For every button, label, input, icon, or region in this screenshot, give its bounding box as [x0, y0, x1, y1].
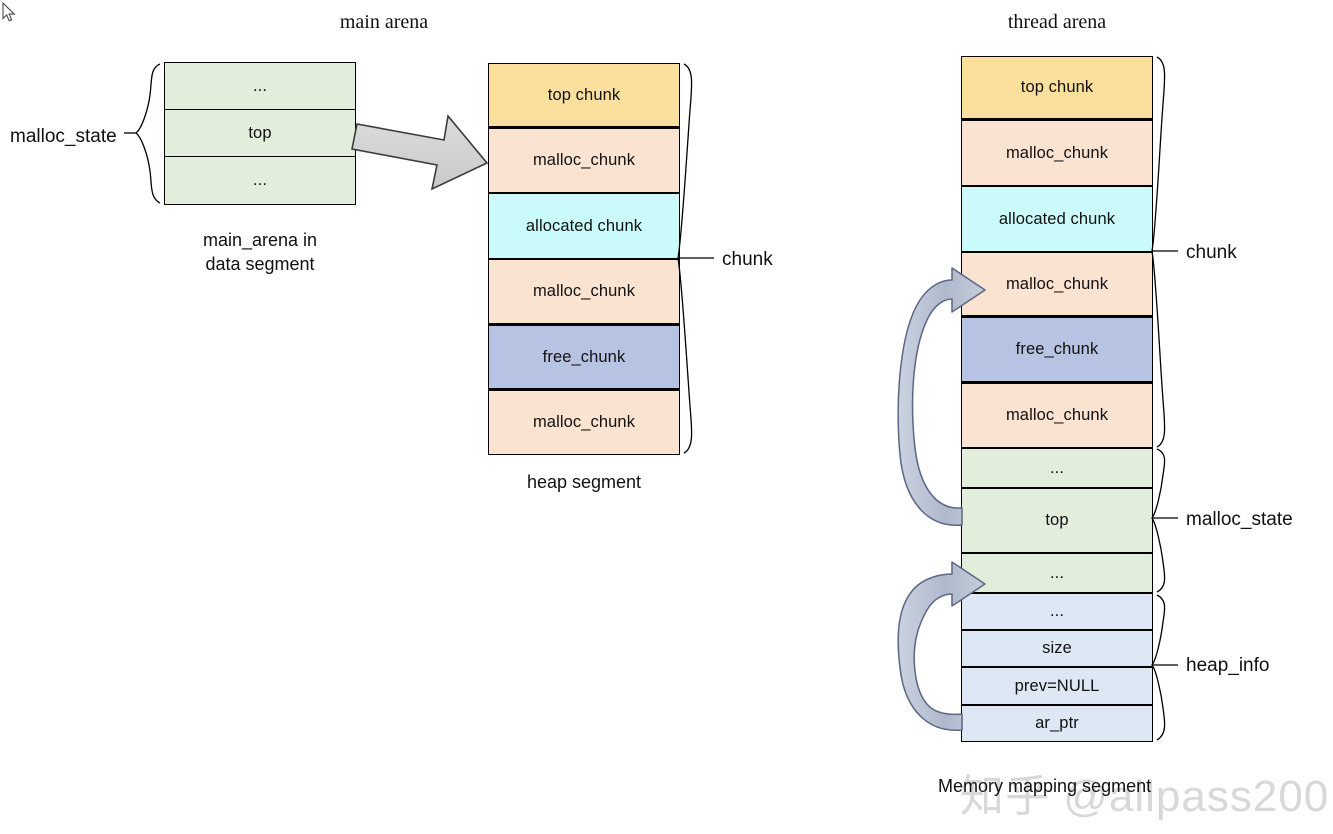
bracket-malloc-state-thread [1151, 448, 1178, 593]
thread-arena-row-2: allocated chunk [961, 186, 1153, 252]
thread-arena-row-label: ... [1049, 602, 1065, 621]
thread-arena-row-label: ... [1049, 458, 1065, 477]
thread-arena-row-label: size [1042, 639, 1072, 658]
thread-arena-row-label: ... [1049, 563, 1065, 582]
bracket-heap-info-thread [1151, 594, 1178, 741]
thread-arena-row-label: free_chunk [1015, 340, 1099, 359]
thread-arena-row-11: prev=NULL [961, 667, 1153, 705]
thread-arena-bracket-label-malloc-state: malloc_state [1186, 509, 1293, 530]
heap-segment-caption: heap segment [526, 472, 642, 492]
heap-segment-row-3: malloc_chunk [488, 259, 680, 325]
main-arena-row-label: top [248, 123, 272, 142]
thread-arena-bracket-label-chunk: chunk [1186, 242, 1237, 263]
heap-segment-row-label: malloc_chunk [532, 282, 636, 301]
thread-arena-row-label: top [1045, 511, 1069, 530]
heap-segment-row-label: allocated chunk [525, 216, 643, 235]
heap-segment-row-label: malloc_chunk [532, 151, 636, 170]
thread-arena-bracket-label-heap-info: heap_info [1186, 655, 1270, 676]
thread-arena-row-4: free_chunk [961, 317, 1153, 383]
thread-arena-row-7: top [961, 488, 1153, 553]
thread-arena-row-label: top chunk [1020, 78, 1094, 97]
thread-arena-row-0: top chunk [961, 56, 1153, 120]
heap-segment-row-label: top chunk [547, 85, 621, 104]
heap-segment-row-label: free_chunk [542, 347, 626, 366]
thread-arena-row-label: prev=NULL [1014, 676, 1100, 695]
main-arena-row-2: ... [164, 156, 356, 205]
thread-arena-row-10: size [961, 630, 1153, 667]
heap-segment-row-5: malloc_chunk [488, 390, 680, 455]
thread-arena-title: thread arena [1007, 11, 1107, 33]
arrow-main-arena-to-heap [351, 114, 489, 191]
thread-arena-row-8: ... [961, 553, 1153, 593]
thread-arena-row-6: ... [961, 448, 1153, 488]
thread-arena-row-12: ar_ptr [961, 705, 1153, 742]
heap-segment-row-1: malloc_chunk [488, 128, 680, 193]
thread-arena-row-label: malloc_chunk [1005, 143, 1109, 162]
thread-arena-caption: Memory mapping segment [938, 776, 1152, 796]
bracket-malloc-state-main [124, 63, 161, 204]
watermark-text: 知乎 @allpass200 [960, 772, 1330, 821]
heap-segment-row-0: top chunk [488, 63, 680, 128]
thread-arena-row-label: malloc_chunk [1005, 274, 1109, 293]
main-arena-title: main arena [339, 11, 429, 33]
bracket-chunk-heap [677, 63, 714, 454]
thread-arena-row-5: malloc_chunk [961, 383, 1153, 448]
heap-segment-row-label: malloc_chunk [532, 413, 636, 432]
heap-segment-row-2: allocated chunk [488, 193, 680, 259]
main-arena-bracket-label: malloc_state [10, 126, 117, 147]
main-arena-row-0: ... [164, 62, 356, 110]
heap-segment-bracket-label: chunk [722, 249, 773, 270]
thread-arena-row-label: malloc_chunk [1005, 406, 1109, 425]
thread-arena-row-label: ar_ptr [1035, 714, 1079, 733]
main-arena-caption: main_arena in data segment [202, 230, 318, 275]
thread-arena-row-1: malloc_chunk [961, 120, 1153, 186]
main-arena-row-label: ... [252, 76, 268, 95]
thread-arena-row-3: malloc_chunk [961, 252, 1153, 317]
thread-arena-row-label: allocated chunk [998, 209, 1116, 228]
thread-arena-row-9: ... [961, 593, 1153, 630]
mouse-pointer-icon [2, 2, 16, 22]
main-arena-row-1: top [164, 109, 356, 157]
heap-segment-row-4: free_chunk [488, 325, 680, 390]
bracket-chunk-thread [1151, 56, 1178, 448]
main-arena-row-label: ... [252, 171, 268, 190]
